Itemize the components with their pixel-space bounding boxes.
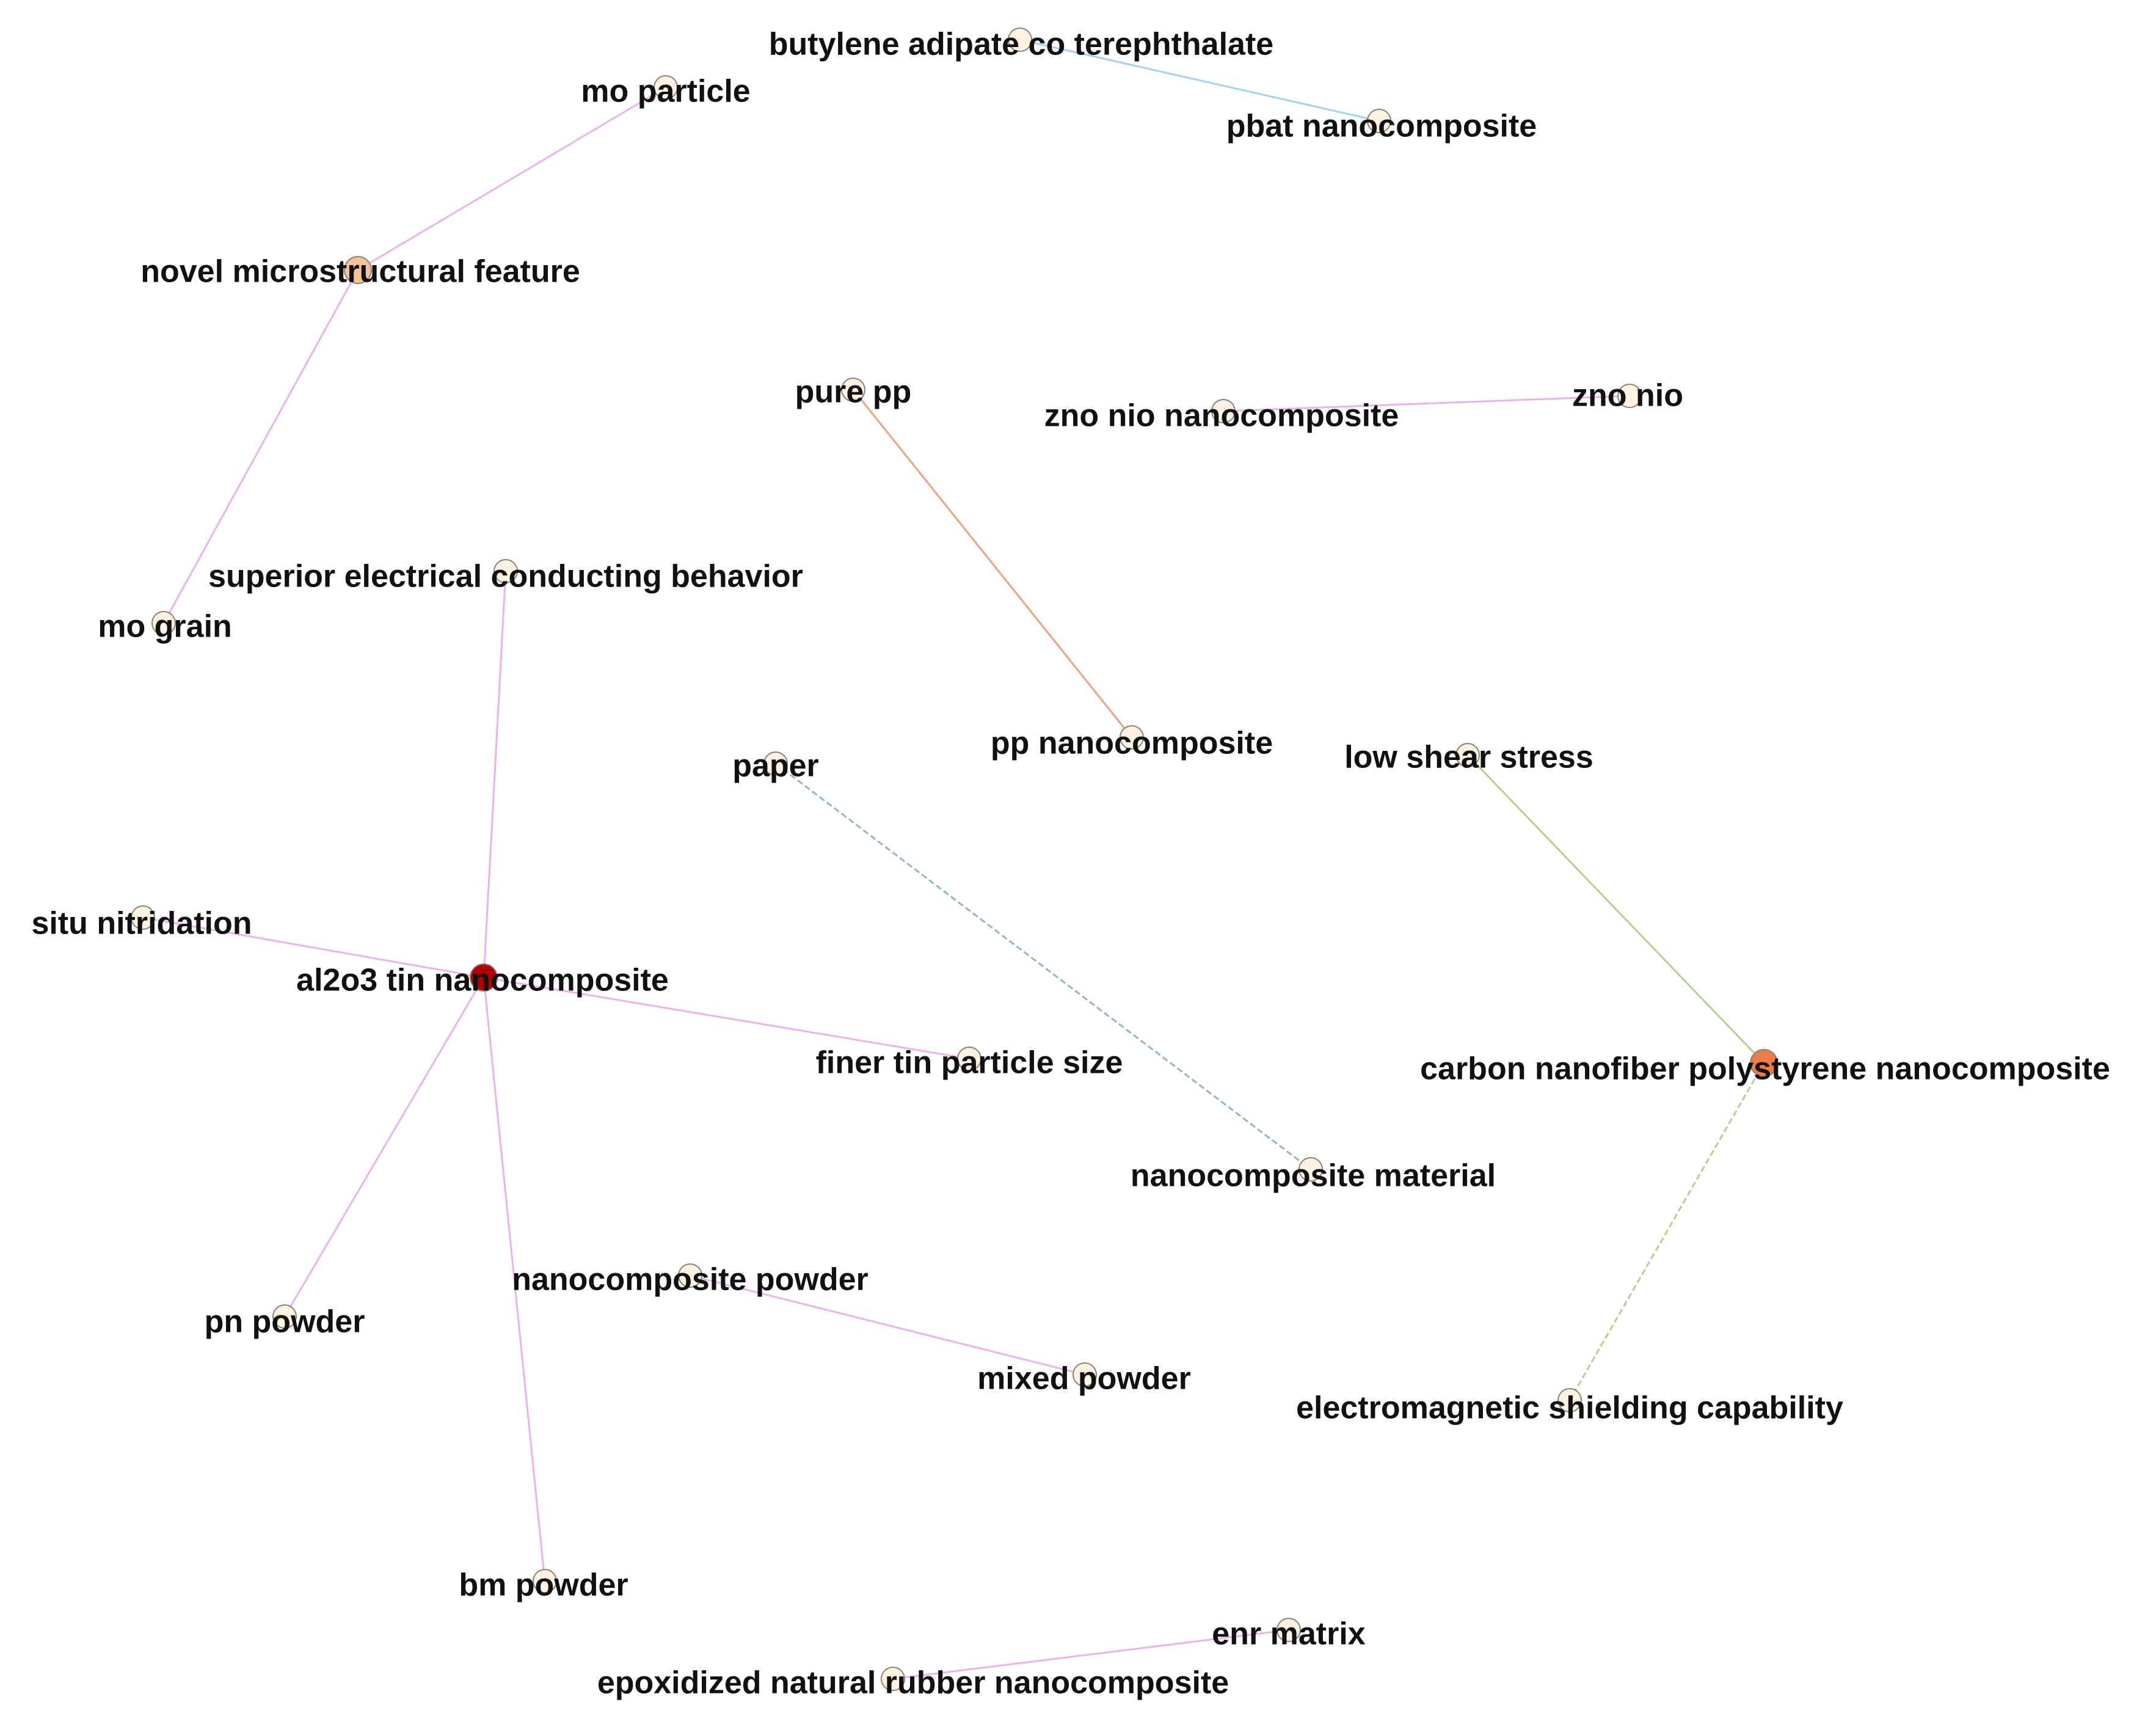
node-label-zno-nio: zno nio <box>1572 378 1683 414</box>
node-carbon-nanofiber[interactable] <box>1750 1049 1778 1077</box>
node-enr-matrix[interactable] <box>1276 1618 1301 1642</box>
node-pp-nano[interactable] <box>1120 725 1144 750</box>
node-label-nano-material: nanocomposite material <box>1131 1158 1496 1194</box>
node-label-superior-elec: superior electrical conducting behavior <box>208 559 803 594</box>
node-nano-powder[interactable] <box>678 1263 702 1288</box>
node-label-butylene-adipate: butylene adipate co terephthalate <box>769 27 1273 62</box>
node-bm-powder[interactable] <box>533 1569 557 1593</box>
node-label-mo-particle: mo particle <box>581 74 750 109</box>
node-label-zno-nio-nano: zno nio nanocomposite <box>1044 398 1399 434</box>
node-paper[interactable] <box>763 751 788 776</box>
node-label-pbat-nano: pbat nanocomposite <box>1226 109 1537 144</box>
nodes-layer <box>131 27 1778 1691</box>
node-label-mo-grain: mo grain <box>98 609 232 645</box>
edge-carbon-nanofiber-to-em-shielding <box>1568 1062 1765 1401</box>
labels-layer: butylene adipate co terephthalate pbat na… <box>31 27 2110 1701</box>
node-label-carbon-nanofiber: carbon nanofiber polystyrene nanocomposi… <box>1420 1051 2110 1087</box>
node-label-pp-nano: pp nanocomposite <box>991 726 1273 761</box>
node-pn-powder[interactable] <box>272 1304 297 1329</box>
edge-al2o3-tin-to-bm-powder <box>483 977 546 1582</box>
edge-zno-nio-nano-to-zno-nio <box>1223 395 1630 412</box>
node-em-shielding[interactable] <box>1557 1388 1582 1412</box>
node-label-paper: paper <box>732 748 819 784</box>
node-finer-tin[interactable] <box>957 1047 981 1071</box>
node-situ-nitridation[interactable] <box>131 905 155 930</box>
edge-low-shear-to-carbon-nanofiber <box>1466 754 1765 1064</box>
edge-nano-powder-to-mixed-powder <box>690 1274 1085 1376</box>
node-low-shear[interactable] <box>1455 743 1480 767</box>
node-zno-nio[interactable] <box>1617 384 1642 408</box>
node-label-al2o3-tin: al2o3 tin nanocomposite <box>296 963 669 998</box>
node-label-pure-pp: pure pp <box>795 375 912 410</box>
edge-superior-elec-to-al2o3-tin <box>483 571 507 978</box>
edge-novel-micro-to-mo-grain <box>162 269 359 624</box>
node-label-pn-powder: pn powder <box>205 1304 365 1340</box>
node-label-epoxidized: epoxidized natural rubber nanocomposite <box>597 1665 1229 1701</box>
edge-mo-particle-to-novel-micro <box>357 86 666 271</box>
edge-paper-to-nano-material <box>775 762 1311 1171</box>
edge-al2o3-tin-to-finer-tin <box>483 976 970 1060</box>
node-label-mixed-powder: mixed powder <box>977 1361 1191 1397</box>
edges-layer <box>142 38 1765 1680</box>
node-label-enr-matrix: enr matrix <box>1212 1617 1366 1652</box>
node-nano-material[interactable] <box>1298 1157 1323 1182</box>
node-al2o3-tin[interactable] <box>470 963 498 992</box>
node-epoxidized[interactable] <box>881 1667 905 1691</box>
node-label-novel-micro: novel microstructural feature <box>140 254 580 290</box>
node-label-bm-powder: bm powder <box>459 1568 628 1603</box>
node-label-nano-powder: nanocomposite powder <box>512 1262 869 1298</box>
edge-situ-nitridation-to-al2o3-tin <box>142 916 484 979</box>
node-label-situ-nitridation: situ nitridation <box>31 906 252 941</box>
edge-pure-pp-to-pp-nano <box>852 389 1133 738</box>
node-novel-micro[interactable] <box>344 256 372 284</box>
node-superior-elec[interactable] <box>493 559 518 583</box>
node-label-low-shear: low shear stress <box>1344 740 1593 775</box>
node-mo-particle[interactable] <box>654 75 678 100</box>
edge-butylene-adipate-to-pbat-nano <box>1019 38 1380 122</box>
node-zno-nio-nano[interactable] <box>1211 399 1236 423</box>
node-butylene-adipate[interactable] <box>1008 27 1032 52</box>
node-label-em-shielding: electromagnetic shielding capability <box>1296 1390 1843 1426</box>
node-label-finer-tin: finer tin particle size <box>816 1045 1123 1081</box>
node-mo-grain[interactable] <box>151 611 176 635</box>
edge-al2o3-tin-to-pn-powder <box>283 977 485 1317</box>
node-pure-pp[interactable] <box>841 378 865 402</box>
node-pbat-nano[interactable] <box>1367 109 1391 133</box>
edge-enr-matrix-to-epoxidized <box>892 1629 1289 1680</box>
node-mixed-powder[interactable] <box>1073 1362 1097 1387</box>
